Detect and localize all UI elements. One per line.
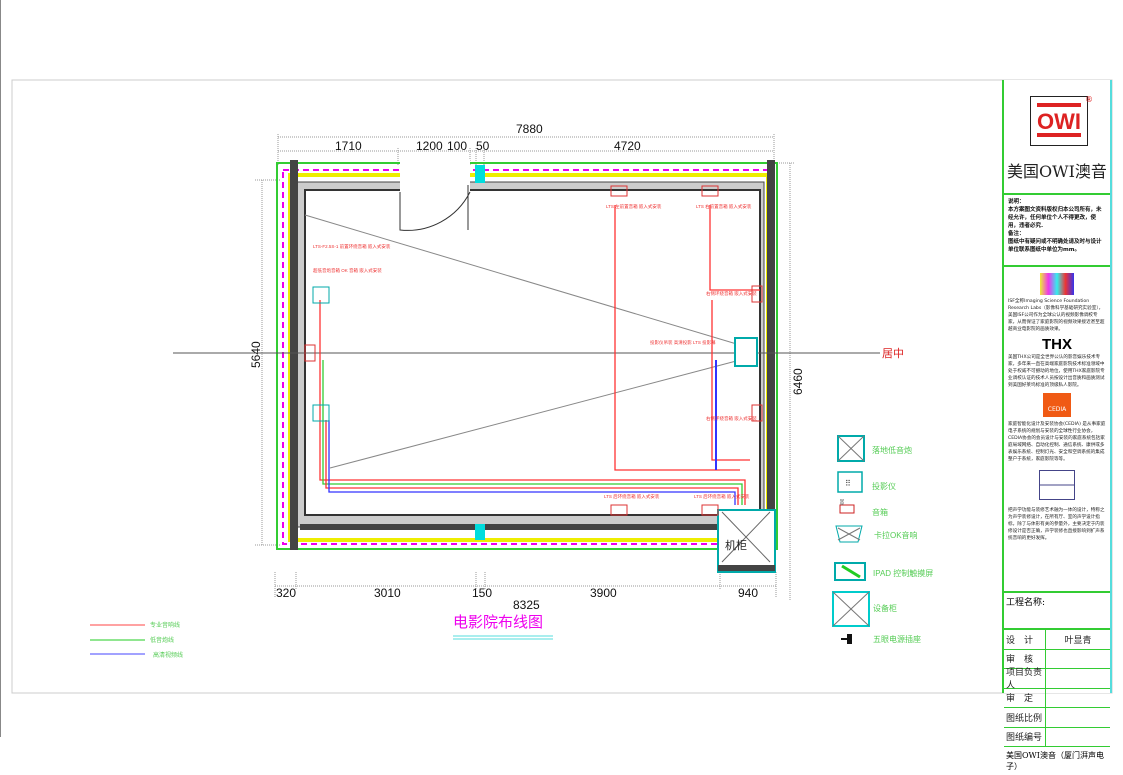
- dim-top-3: 100: [447, 139, 467, 153]
- drawing-title: 电影院布线图: [453, 613, 543, 631]
- signoff-row: 项目负责人: [1004, 668, 1110, 691]
- dim-top-1: 1710: [335, 139, 362, 153]
- svg-text:⠿: ⠿: [845, 479, 851, 488]
- door: [399, 185, 471, 231]
- signoff-row: 设 计 叶显青: [1004, 630, 1110, 650]
- logo-section: OWI ® 美国OWI澳音: [1004, 80, 1110, 195]
- signoff-row: 图纸编号: [1004, 727, 1110, 747]
- dim-top-5: 4720: [614, 139, 641, 153]
- dim-bottom-2: 3010: [374, 586, 401, 600]
- power-socket-icon: [841, 634, 852, 644]
- row-value: 叶显青: [1064, 635, 1092, 646]
- line-legend: 专业音响线 低音炮线 高清视频线: [90, 621, 183, 659]
- note-bottom-2: LTS 后环绕音箱 嵌入式安装: [694, 493, 750, 500]
- speaker-icon: [610, 185, 628, 197]
- speaker-icon: [701, 504, 719, 516]
- bottom-dimensions: [274, 572, 777, 598]
- certifications: ISF全称Imaging Science Foundation Research…: [1004, 267, 1110, 593]
- row-key: 图纸比例: [1004, 708, 1046, 727]
- isf-logo: [1040, 273, 1074, 295]
- karaoke-speaker-icon: [312, 286, 330, 304]
- isf-text: ISF全称Imaging Science Foundation Research…: [1008, 299, 1105, 332]
- projection-cone: [304, 214, 741, 469]
- center-label: 居中: [882, 347, 904, 360]
- legend-line-label: 专业音响线: [150, 621, 180, 629]
- projector-icon: ⠿: [837, 471, 863, 493]
- thx-text: 美国THX公司是全世界公认的影音娱乐技术专家，多年来一直在高端家庭影院技术标准领…: [1008, 355, 1105, 388]
- dim-bottom-total: 8325: [513, 598, 540, 612]
- legend-label: 落地低音炮: [872, 445, 912, 455]
- dim-top-2: 1200: [416, 139, 443, 153]
- note-left-sub: 超低音炮音箱 OK 音箱 嵌入式安装: [313, 267, 382, 274]
- signoff-row: 审 定: [1004, 688, 1110, 708]
- signoff-table: 设 计 叶显青 审 核 项目负责人 审 定 图纸比例 图纸编号 美国OWI澳音（厦…: [1004, 630, 1110, 775]
- dim-bottom-3: 150: [472, 586, 492, 600]
- registered-mark: ®: [1085, 95, 1093, 104]
- ipad-touchscreen-icon: [834, 562, 866, 581]
- dim-bottom-1: 320: [276, 586, 296, 600]
- cable-runs: [319, 205, 760, 505]
- legend-label: 五眼电源插座: [873, 634, 921, 644]
- cedia-logo: CEDIA: [1043, 393, 1071, 417]
- owi-logo: OWI ®: [1030, 95, 1093, 146]
- speaker-icon: ʬ: [839, 498, 855, 514]
- speakers: [304, 185, 763, 516]
- dim-bottom-4: 3900: [590, 586, 617, 600]
- note-top-1: LTS 左前置音箱 嵌入式安装: [606, 203, 662, 210]
- equipment-cabinet-icon: [832, 591, 870, 627]
- svg-text:ʬ: ʬ: [840, 498, 844, 507]
- projector-icon: [734, 337, 758, 367]
- cedia-text: 家庭智能化设计及安装协会(CEDIA) 是从事家庭电子系统的规划与安装的全球性行…: [1008, 422, 1106, 462]
- note-bottom-1: LTS 后环绕音箱 嵌入式安装: [604, 493, 660, 500]
- brand-name: 美国OWI澳音: [1007, 162, 1107, 181]
- legend-label: 卡拉OK音响: [874, 530, 918, 540]
- sheet-frame: [11, 79, 1113, 694]
- speaker-icon: [751, 404, 763, 422]
- note-left-top: LTS-F2.5S-1 前置环绕音箱 嵌入式安装: [313, 243, 391, 250]
- legend-line-label: 高清视频线: [153, 651, 183, 659]
- thx-logo: THX: [1042, 336, 1072, 353]
- note-right-top: 右侧环绕音箱 嵌入式安装: [706, 290, 757, 297]
- floor-subwoofer-icon: [312, 404, 330, 422]
- cabinet-label: 机柜: [725, 538, 747, 552]
- signoff-row: 审 核: [1004, 649, 1110, 669]
- dim-bottom-5: 940: [738, 586, 758, 600]
- dim-top-4: 50: [476, 139, 490, 153]
- floor-subwoofer-icon: [837, 435, 865, 462]
- note-right-bottom: 右侧环绕音箱 嵌入式安装: [706, 415, 757, 422]
- row-key: 审 定: [1004, 688, 1046, 707]
- note-top-2: LTS 右前置音箱 嵌入式安装: [696, 203, 752, 210]
- note-projector: 投影仪吊装 高清投影 LTS 投影幕: [650, 339, 716, 346]
- legend-label: IPAD 控制触摸屏: [873, 568, 933, 578]
- dim-top-total: 7880: [516, 122, 543, 136]
- notes: 说明： 本方案图文资料版权归本公司所有，未经允许，任何单位个人不得更改，使用，违…: [1004, 195, 1110, 267]
- logo-text: OWI: [1037, 103, 1081, 137]
- project-name-label: 工程名称:: [1004, 593, 1110, 630]
- dim-left: 5640: [249, 341, 263, 368]
- speaker-icon: [701, 185, 719, 197]
- cad-drawing: 7880 1710 1200 100 50 4720 5640 6460 320…: [0, 0, 1113, 737]
- title-block: OWI ® 美国OWI澳音 说明： 本方案图文资料版权归本公司所有，未经允许，任…: [1002, 80, 1112, 771]
- legend-line-label: 低音炮线: [150, 636, 174, 644]
- karaoke-speaker-icon: [835, 525, 863, 543]
- acoustic-logo: [1039, 470, 1075, 500]
- legend-label: 音箱: [872, 507, 888, 517]
- symbol-legend: 落地低音炮 ⠿ 投影仪 ʬ 音箱 卡拉OK音响 IPAD 控制触摸屏 设备柜 五…: [832, 435, 933, 644]
- signoff-row: 图纸比例: [1004, 708, 1110, 728]
- speaker-icon: [304, 344, 316, 362]
- speaker-icon: [751, 285, 763, 303]
- side-dimensions: [255, 162, 795, 600]
- speaker-icon: [610, 504, 628, 516]
- footer-company: 美国OWI澳音（厦门湃声电子）: [1006, 751, 1104, 771]
- dim-right: 6460: [791, 368, 805, 395]
- row-key: 审 核: [1004, 649, 1046, 668]
- legend-label: 设备柜: [873, 603, 897, 613]
- row-key: 项目负责人: [1004, 668, 1046, 691]
- row-key: 设 计: [1004, 630, 1046, 649]
- acoustic-text: 把声学功能与装修艺术融为一体的设计，特称之为声学装修设计，在所有厅、室的声学设计…: [1008, 508, 1105, 541]
- legend-label: 投影仪: [872, 481, 896, 491]
